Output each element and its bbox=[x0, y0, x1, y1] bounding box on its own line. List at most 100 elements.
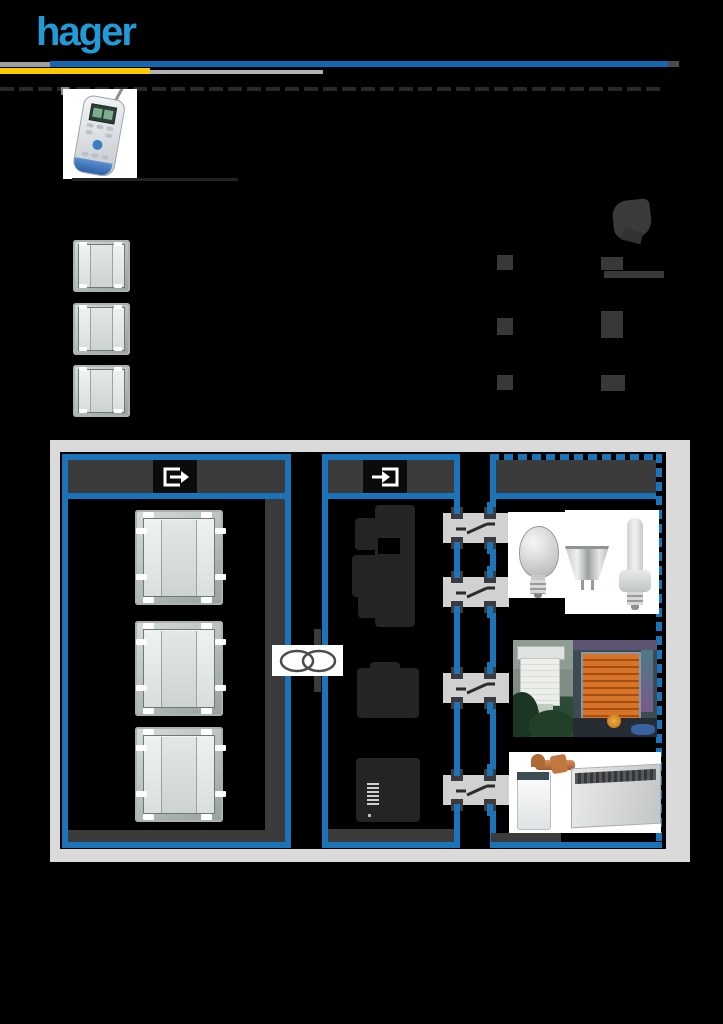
receiver-module-photo bbox=[355, 518, 377, 550]
relay-stub bbox=[487, 502, 493, 514]
remote-screen bbox=[88, 103, 118, 125]
inner-shadow-bottom bbox=[68, 830, 285, 842]
relay-contact-symbol bbox=[443, 764, 509, 816]
lamp-glow bbox=[607, 714, 621, 728]
venetian-blind-photo bbox=[573, 640, 657, 737]
relay-stub bbox=[454, 764, 460, 776]
key bbox=[106, 126, 114, 132]
relay-stub bbox=[454, 566, 460, 578]
terminal-mark bbox=[367, 795, 379, 797]
terminal-mark bbox=[367, 787, 379, 789]
pushbutton-rocker bbox=[90, 370, 113, 412]
relay-contact-symbol bbox=[443, 502, 509, 554]
arrow-exit-box-icon bbox=[153, 460, 197, 493]
remote-body bbox=[71, 93, 127, 179]
relay-contact-symbol bbox=[443, 566, 509, 618]
link-shadow bbox=[278, 676, 285, 692]
cfl-collar bbox=[619, 570, 651, 592]
link-shadow bbox=[278, 629, 285, 645]
blind-header bbox=[573, 640, 657, 650]
foliage bbox=[529, 710, 573, 737]
relay-stub bbox=[454, 502, 460, 514]
relay-stub bbox=[487, 606, 493, 618]
receiver-module-photo bbox=[357, 668, 419, 718]
cfl-lamp-photo bbox=[627, 518, 643, 576]
key bbox=[86, 122, 95, 128]
table-cell-remnant bbox=[604, 271, 664, 278]
pushbutton-photo-large bbox=[135, 510, 223, 605]
arrow-enter-box-icon bbox=[363, 460, 407, 493]
table-cell-remnant bbox=[497, 255, 513, 270]
pushbutton-photo-large bbox=[135, 727, 223, 822]
dashed-border-top bbox=[490, 454, 662, 460]
link-shadow bbox=[314, 629, 321, 645]
terminal-mark bbox=[367, 791, 379, 793]
table-cell-remnant bbox=[601, 375, 625, 391]
header-rule-gray bbox=[0, 62, 50, 67]
page-title-text-remnant bbox=[0, 87, 664, 91]
table-cell-remnant bbox=[497, 318, 513, 335]
bulb-screw-base bbox=[530, 580, 546, 594]
valve-top-band bbox=[517, 772, 549, 780]
lighting-photo-group bbox=[507, 510, 659, 614]
table-cell-remnant bbox=[497, 375, 513, 390]
pushbutton-notch bbox=[143, 512, 154, 518]
relay-stub bbox=[487, 702, 493, 714]
terminal-mark bbox=[367, 799, 379, 801]
receiver-module-photo bbox=[375, 505, 415, 627]
pushbutton-photo bbox=[73, 365, 130, 417]
pushbutton-notch bbox=[79, 367, 87, 371]
remote-control-photo bbox=[63, 89, 137, 179]
relay-stub bbox=[487, 804, 493, 816]
header-rule-blue bbox=[50, 61, 670, 67]
valve-actuator-photo bbox=[517, 772, 551, 830]
relay-stub bbox=[487, 566, 493, 578]
heater-grille bbox=[575, 768, 656, 785]
relay-stub bbox=[454, 542, 460, 554]
pushbutton-photo-large bbox=[135, 621, 223, 716]
applications-header bbox=[496, 460, 656, 499]
roller-shutter-photo bbox=[513, 640, 573, 737]
relay-stub bbox=[454, 606, 460, 618]
key bbox=[81, 151, 89, 157]
pushbutton-notch bbox=[79, 305, 87, 309]
bulb-neck bbox=[531, 575, 545, 581]
relay-stub bbox=[487, 542, 493, 554]
pushbutton-notch bbox=[143, 623, 154, 629]
halogen-pin bbox=[581, 580, 584, 590]
remote-base bbox=[72, 157, 113, 177]
header-rule-gray-under bbox=[150, 70, 323, 74]
key bbox=[101, 154, 109, 160]
copper-fitting bbox=[549, 753, 569, 775]
link-shadow bbox=[314, 676, 321, 692]
terminal-mark bbox=[367, 803, 379, 805]
system-diagram bbox=[50, 440, 690, 862]
pushbutton-notch bbox=[143, 729, 154, 735]
pushbutton-rocker bbox=[161, 519, 197, 596]
pushbutton-photo bbox=[73, 240, 130, 292]
cfl-tip bbox=[631, 605, 639, 610]
transmitters-header bbox=[68, 460, 285, 499]
hager-logo: hager bbox=[36, 10, 137, 54]
panel-convector-photo bbox=[571, 763, 661, 829]
header-rule-yellow bbox=[0, 68, 150, 74]
border-left bbox=[490, 454, 496, 848]
applications-box bbox=[490, 454, 662, 848]
key bbox=[104, 133, 113, 139]
pushbutton-rocker bbox=[161, 630, 197, 707]
screen-cell bbox=[92, 107, 103, 119]
curtain bbox=[641, 650, 653, 712]
key bbox=[85, 129, 93, 135]
incandescent-bulb-photo bbox=[519, 526, 559, 578]
pushbutton-notch bbox=[79, 242, 87, 246]
pushbutton-rocker bbox=[90, 308, 113, 350]
screen-cell bbox=[103, 109, 114, 121]
halogen-pin bbox=[591, 580, 594, 590]
receivers-header bbox=[328, 460, 454, 499]
transmitters-box bbox=[62, 454, 291, 848]
key bbox=[91, 153, 99, 159]
receiver-module-photo bbox=[358, 588, 378, 618]
receiver-module-detail bbox=[378, 538, 400, 554]
relay-stub bbox=[487, 662, 493, 674]
